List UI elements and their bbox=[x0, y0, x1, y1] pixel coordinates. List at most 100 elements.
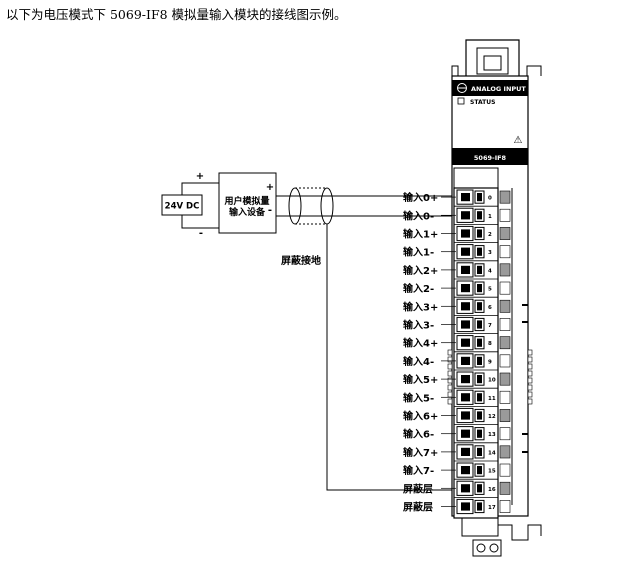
device-plus-sign: + bbox=[266, 182, 274, 193]
side-connector-pin bbox=[527, 356, 533, 363]
terminal-screw-icon bbox=[461, 229, 470, 238]
terminal-row: 12 输入6+ bbox=[403, 405, 511, 424]
terminal-label: 屏蔽层 bbox=[402, 501, 433, 514]
terminal-led-cell bbox=[499, 409, 511, 422]
release-tab-hole-right bbox=[489, 543, 499, 553]
terminal-led-cell bbox=[499, 481, 511, 495]
terminal-number: 4 bbox=[488, 268, 492, 274]
cable-shield-right-end bbox=[320, 187, 334, 225]
side-connector-pin bbox=[527, 363, 533, 370]
terminal-label: 输入3- bbox=[403, 319, 434, 332]
terminal-number: 17 bbox=[488, 505, 496, 511]
terminal-label: 输入4- bbox=[403, 355, 434, 368]
terminal-screw-icon bbox=[461, 411, 470, 420]
terminal-led-cell bbox=[499, 336, 511, 350]
terminal-led-cell bbox=[499, 427, 511, 441]
terminal-row: 7 输入3- bbox=[403, 314, 511, 333]
terminal-label: 输入5- bbox=[403, 391, 434, 404]
terminal-label: 屏蔽层 bbox=[402, 482, 433, 495]
terminal-led-cell bbox=[499, 390, 511, 404]
terminal-release-button bbox=[477, 211, 482, 220]
terminal-release-button bbox=[477, 193, 482, 202]
status-indicator bbox=[457, 97, 465, 105]
terminal-number: 9 bbox=[488, 359, 492, 365]
side-connector-pin bbox=[527, 398, 533, 405]
terminal-release-button bbox=[477, 247, 482, 256]
module-left-hook bbox=[451, 65, 459, 76]
terminal-label: 输入0+ bbox=[403, 191, 438, 204]
terminal-led-cell bbox=[499, 208, 511, 222]
terminal-rows: 0输入0+1输入0-2输入1+3输入1-4输入2+5输入2-6输入3+7输入3-… bbox=[402, 187, 511, 515]
terminal-number: 5 bbox=[488, 287, 492, 293]
terminal-release-button bbox=[477, 320, 482, 329]
terminal-release-button bbox=[477, 393, 482, 402]
terminal-release-button bbox=[477, 484, 482, 493]
power-source: 24V DC + - bbox=[161, 171, 219, 239]
terminal-led-cell bbox=[499, 299, 511, 313]
status-label: STATUS bbox=[470, 99, 495, 106]
terminal-number: 3 bbox=[488, 250, 492, 256]
terminal-release-button bbox=[477, 429, 482, 438]
side-connector-pin bbox=[527, 377, 533, 384]
terminal-number: 16 bbox=[488, 487, 496, 493]
terminal-release-button bbox=[477, 356, 482, 365]
terminal-row: 11 输入5- bbox=[403, 387, 511, 405]
terminal-led-cell bbox=[499, 281, 511, 295]
cable-shield-left-end bbox=[288, 187, 302, 225]
terminal-screw-icon bbox=[461, 393, 470, 402]
terminal-screw-icon bbox=[461, 211, 470, 220]
terminal-number: 0 bbox=[488, 196, 492, 202]
terminal-screw-icon bbox=[461, 338, 470, 347]
supply-minus-wire bbox=[181, 215, 219, 229]
user-device-label-line1: 用户模拟量 bbox=[223, 195, 269, 207]
side-connector-pin bbox=[447, 391, 453, 398]
terminal-label: 输入3+ bbox=[403, 300, 438, 313]
terminal-led-cell bbox=[499, 245, 511, 259]
input-symbol-icon bbox=[457, 83, 467, 93]
side-connector-pin bbox=[447, 384, 453, 391]
supply-plus-sign: + bbox=[196, 171, 204, 182]
terminal-label: 输入6+ bbox=[403, 410, 438, 423]
terminal-label: 输入1+ bbox=[403, 228, 438, 241]
terminal-screw-icon bbox=[461, 284, 470, 293]
terminal-led-cell bbox=[499, 463, 511, 477]
side-connector-pin bbox=[447, 356, 453, 363]
user-input-device: 用户模拟量 输入设备 + - bbox=[218, 172, 277, 234]
catalog-number-label: 5069-IF8 bbox=[474, 154, 507, 162]
terminal-screw-icon bbox=[461, 320, 470, 329]
terminal-screw-icon bbox=[461, 429, 470, 438]
terminal-label: 输入1- bbox=[403, 246, 434, 259]
terminal-number: 7 bbox=[488, 323, 492, 329]
release-tab-hole-left bbox=[476, 543, 486, 553]
terminal-label: 输入7- bbox=[403, 464, 434, 477]
terminal-release-button bbox=[477, 411, 482, 420]
terminal-led-cell bbox=[499, 372, 511, 386]
terminal-screw-icon bbox=[461, 484, 470, 493]
side-connector-pin bbox=[447, 370, 453, 377]
terminal-block-top bbox=[453, 167, 499, 189]
terminal-led-cell bbox=[499, 500, 511, 513]
side-connector-ticks bbox=[447, 304, 533, 453]
terminal-row: 3 输入1- bbox=[403, 242, 511, 260]
terminal-number: 13 bbox=[488, 432, 496, 438]
terminal-screw-icon bbox=[461, 447, 470, 456]
side-connector-pin bbox=[527, 384, 533, 391]
terminal-release-button bbox=[477, 447, 482, 456]
terminal-number: 1 bbox=[488, 214, 492, 220]
terminal-number: 11 bbox=[488, 396, 496, 402]
terminal-row: 2 输入1+ bbox=[403, 223, 511, 242]
terminal-screw-icon bbox=[461, 193, 470, 202]
page-heading: 以下为电压模式下 5069-IF8 模拟量输入模块的接线图示例。 bbox=[6, 7, 347, 22]
user-device-label-line2: 输入设备 bbox=[229, 206, 266, 218]
terminal-number: 6 bbox=[488, 305, 492, 311]
terminal-release-button bbox=[477, 502, 482, 511]
terminal-row: 6 输入3+ bbox=[403, 296, 511, 314]
terminal-number: 12 bbox=[488, 414, 496, 420]
terminal-release-button bbox=[477, 338, 482, 347]
terminal-number: 2 bbox=[488, 232, 492, 238]
